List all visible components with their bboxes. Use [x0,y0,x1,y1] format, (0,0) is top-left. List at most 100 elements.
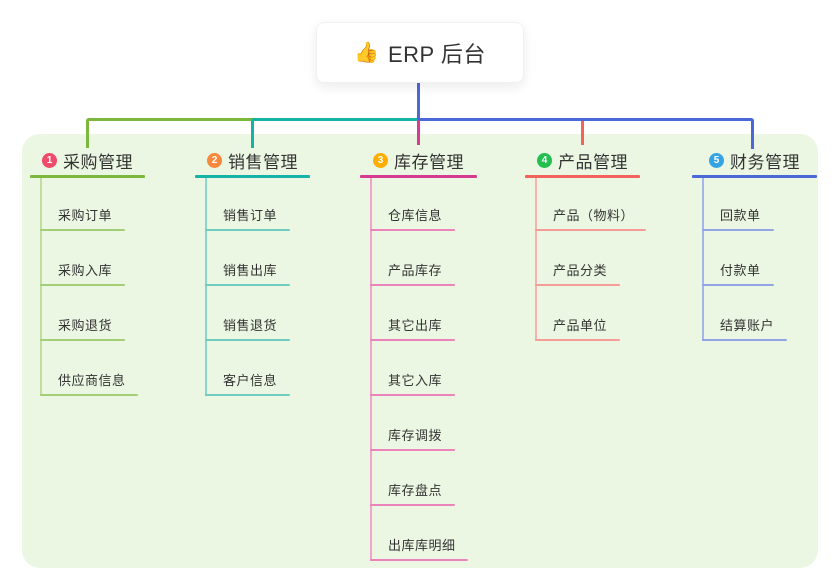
child-node-label[interactable]: 销售退货 [223,318,278,333]
child-node: 付款单 [692,231,817,286]
branch-label: 库存管理 [394,153,464,172]
branch-underline [525,175,640,178]
child-node: 库存盘点 [360,451,477,506]
branch-children: 采购订单采购入库采购退货供应商信息 [30,176,145,396]
child-underline [370,394,455,396]
branch-child-line [535,178,537,341]
child-node-label[interactable]: 其它入库 [388,373,443,388]
child-node-label[interactable]: 仓库信息 [388,208,443,223]
child-node: 采购订单 [30,176,145,231]
child-underline [535,229,646,231]
child-underline [370,229,455,231]
branch-children: 产品（物料） 产品分类产品单位 [525,176,646,341]
connector-branch-4 [581,121,584,145]
child-node: 采购退货 [30,286,145,341]
child-underline [205,229,290,231]
connector-branch-5 [418,118,754,149]
branch-child-line [205,178,207,396]
child-node-label[interactable]: 销售订单 [223,208,278,223]
branch-children: 仓库信息产品库存其它出库其它入库库存调拨库存盘点出库库明细 [360,176,477,561]
child-node-label[interactable]: 库存盘点 [388,483,443,498]
branch-child-line [370,178,372,561]
child-underline [205,394,290,396]
child-node: 仓库信息 [360,176,477,231]
connector-branch-1 [86,118,256,148]
branch-label: 销售管理 [228,153,298,172]
child-node-label[interactable]: 产品分类 [553,263,608,278]
child-underline [370,284,455,286]
child-node-label[interactable]: 客户信息 [223,373,278,388]
child-underline [370,504,455,506]
root-connector-line [417,81,420,120]
child-underline [535,339,620,341]
child-node: 回款单 [692,176,817,231]
child-node: 其它入库 [360,341,477,396]
child-node-label[interactable]: 回款单 [720,208,761,223]
root-node-label: ERP 后台 [387,41,486,67]
branch-underline [30,175,145,178]
branch-label: 产品管理 [558,153,628,172]
child-node-label[interactable]: 销售出库 [223,263,278,278]
root-node-erp[interactable]: 👍 ERP 后台 [316,22,524,83]
child-underline [370,449,455,451]
connector-branch-3 [417,120,420,145]
branch-child-line [40,178,42,396]
child-underline [702,229,774,231]
branch-number-badge: 3 [373,153,388,168]
branch-label: 财务管理 [730,153,800,172]
child-underline [370,559,468,561]
child-node: 销售订单 [195,176,310,231]
child-node-label[interactable]: 产品库存 [388,263,443,278]
branch-number-badge: 4 [537,153,552,168]
branch-underline [360,175,477,178]
child-node-label[interactable]: 付款单 [720,263,761,278]
branch-header-finance[interactable]: 5 财务管理 [692,150,817,172]
branch-header-sales[interactable]: 2 销售管理 [195,150,310,172]
child-node: 库存调拨 [360,396,477,451]
branch-underline [195,175,310,178]
child-node-label[interactable]: 采购订单 [58,208,113,223]
branch-header-inventory[interactable]: 3 库存管理 [360,150,477,172]
child-underline [535,284,620,286]
child-node-label[interactable]: 供应商信息 [58,373,126,388]
branch-number-badge: 1 [42,153,57,168]
connector-branch-2 [251,118,421,148]
branch-number-badge: 5 [709,153,724,168]
child-node-label[interactable]: 其它出库 [388,318,443,333]
child-node-label[interactable]: 结算账户 [720,318,775,333]
branch-children: 销售订单销售出库销售退货客户信息 [195,176,310,396]
child-node: 销售出库 [195,231,310,286]
child-node: 出库库明细 [360,506,477,561]
child-node: 销售退货 [195,286,310,341]
branch-number-badge: 2 [207,153,222,168]
branch-children: 回款单付款单结算账户 [692,176,817,341]
child-node: 其它出库 [360,286,477,341]
child-node: 供应商信息 [30,341,145,396]
branch-header-product[interactable]: 4 产品管理 [525,150,640,172]
child-underline [40,394,138,396]
child-node-label[interactable]: 采购退货 [58,318,113,333]
child-underline [40,339,125,341]
child-node-label[interactable]: 产品单位 [553,318,608,333]
child-node-label[interactable]: 采购入库 [58,263,113,278]
child-underline [370,339,455,341]
child-underline [702,339,787,341]
branches-background-panel [22,134,818,568]
child-underline [702,284,774,286]
child-node: 产品单位 [525,286,640,341]
child-node-label[interactable]: 库存调拨 [388,428,443,443]
child-underline [205,284,290,286]
branch-child-line [702,178,704,341]
child-node-label[interactable]: 出库库明细 [388,538,456,553]
child-node-label[interactable]: 产品（物料） [553,208,635,223]
child-node: 产品（物料） [525,176,646,231]
branch-underline [692,175,817,178]
child-node: 结算账户 [692,286,817,341]
child-underline [40,284,125,286]
thumbs-up-icon: 👍 [354,41,379,64]
child-node: 客户信息 [195,341,310,396]
child-underline [40,229,125,231]
child-node: 产品库存 [360,231,477,286]
